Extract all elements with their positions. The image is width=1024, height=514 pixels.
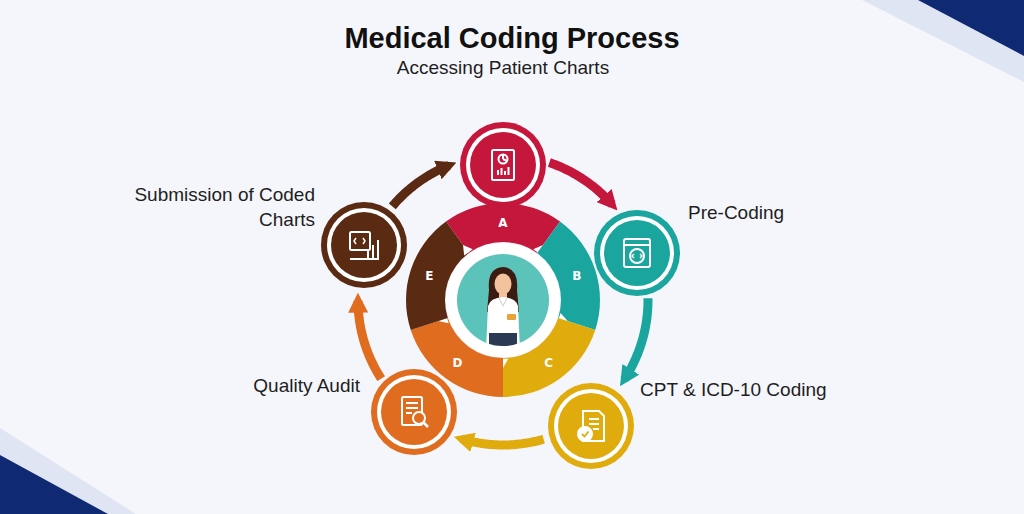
- icon-lines: [589, 419, 599, 429]
- icon-bars: [498, 167, 509, 175]
- audit-icon: [402, 397, 428, 427]
- step-label: CPT & ICD-10 Coding: [640, 377, 827, 402]
- flow-arrow: [624, 298, 648, 379]
- icon-page: [492, 150, 514, 180]
- circle-inner: [604, 220, 670, 286]
- circle-outer: [548, 383, 634, 469]
- icon-lines: [406, 403, 418, 413]
- icon-pie: [499, 155, 508, 164]
- step-segment: E: [403, 200, 603, 400]
- circle-outer: [371, 369, 457, 455]
- person-face: [495, 274, 512, 295]
- circle-inner: [558, 393, 624, 459]
- step-circle: Accessing Patient Charts: [460, 122, 546, 208]
- ring-segment: [406, 222, 469, 330]
- circle-shape: [371, 369, 457, 455]
- icon-page: [583, 411, 604, 441]
- circle-gap: [377, 375, 451, 449]
- icon-handle: [423, 422, 428, 427]
- person-hair: [487, 267, 519, 312]
- circle-outer: [321, 202, 407, 288]
- circle-shape: [460, 122, 546, 208]
- icon-code: [354, 238, 365, 244]
- step-letter: D: [447, 356, 467, 370]
- icon-page: [402, 397, 422, 425]
- icon-badge: [578, 427, 592, 441]
- icon-pie-slice: [503, 155, 507, 162]
- corner-stripe: [862, 0, 1024, 82]
- precoding-icon: [624, 239, 650, 267]
- step-label: Submission of Coded Charts: [110, 182, 315, 232]
- ring-segment: [503, 318, 595, 397]
- step-letter: B: [567, 269, 587, 283]
- flow-arrow: [462, 439, 544, 445]
- ring-segment: [537, 222, 600, 330]
- segment-notch: [463, 245, 473, 256]
- circle-inner: [381, 379, 447, 445]
- corner-stripe: [0, 428, 136, 514]
- step-letter: C: [539, 356, 559, 370]
- corner-triangle: [0, 455, 108, 514]
- segment-shape: [403, 200, 603, 400]
- center-figure: [446, 243, 560, 357]
- step-circle: Submission of Coded Charts: [321, 202, 407, 288]
- icon-bar: [624, 244, 650, 246]
- person-neck: [499, 292, 507, 299]
- diagram-title: Medical Coding Process: [0, 22, 1024, 55]
- icon-code: [632, 254, 642, 258]
- person-trousers: [489, 333, 517, 353]
- step-label: Pre-Coding: [688, 200, 784, 225]
- step-circle: Quality Audit: [371, 369, 457, 455]
- circle-gap: [554, 389, 628, 463]
- circle-gap: [600, 216, 674, 290]
- submission-icon: [350, 232, 379, 259]
- person-shirt: [486, 297, 520, 350]
- step-letter: A: [493, 216, 513, 230]
- circle-inner: [470, 132, 536, 198]
- flow-arrow: [358, 301, 381, 379]
- coding-icon: [578, 411, 604, 441]
- step-circle: Pre-Coding: [594, 210, 680, 296]
- icon-check: [582, 432, 589, 437]
- step-label: Quality Audit: [253, 373, 360, 398]
- icon-window: [350, 232, 370, 250]
- icon-frame: [624, 239, 650, 267]
- circle-shape: [594, 210, 680, 296]
- circle-shape: [321, 202, 407, 288]
- circle-shape: [548, 383, 634, 469]
- icon-bars: [350, 240, 379, 259]
- ring-segment: [411, 318, 503, 397]
- circle-inner: [331, 212, 397, 278]
- circle-gap: [327, 208, 401, 282]
- step-letter: E: [419, 269, 439, 283]
- step-circle: CPT & ICD-10 Coding: [548, 383, 634, 469]
- corner-triangle: [918, 0, 1024, 56]
- chart-icon: [492, 150, 514, 180]
- icon-lens: [413, 412, 425, 424]
- person-card: [507, 314, 516, 320]
- flow-arrow: [392, 165, 449, 206]
- circle-gap: [466, 128, 540, 202]
- center-disc: [457, 254, 549, 346]
- circle-outer: [594, 210, 680, 296]
- person-collar: [499, 298, 507, 306]
- person-figure: [486, 267, 520, 353]
- flow-arrow: [549, 163, 612, 205]
- icon-dial: [630, 249, 644, 263]
- step-label: Accessing Patient Charts: [360, 55, 646, 80]
- center-ring: [446, 243, 560, 357]
- circle-outer: [460, 122, 546, 208]
